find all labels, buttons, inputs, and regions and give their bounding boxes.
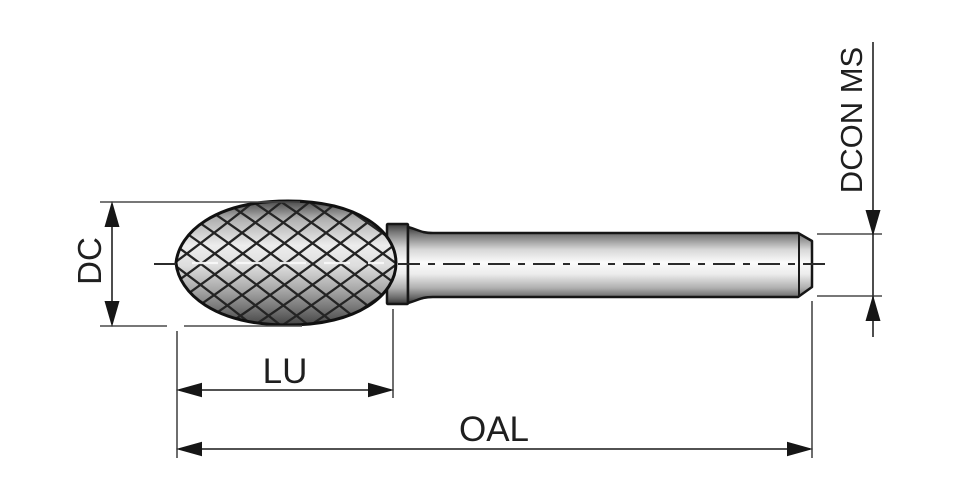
lu-label: LU <box>263 352 308 391</box>
dcon-label: DCON MS <box>834 47 869 193</box>
burr-head-outline <box>174 199 398 327</box>
oal-label: OAL <box>459 410 529 449</box>
burr-head-hatch-pattern <box>176 201 396 325</box>
dc-label: DC <box>71 237 108 285</box>
lu-arrow-right <box>368 382 394 398</box>
oal-arrow-left <box>176 441 202 457</box>
dc-arrow-up <box>104 201 120 227</box>
dc-dimension: DC <box>71 201 302 327</box>
lu-dimension: LU <box>176 309 394 458</box>
dcon-arrow-down <box>865 210 881 236</box>
lu-arrow-left <box>176 382 202 398</box>
oal-arrow-right <box>787 441 813 457</box>
oal-dimension: OAL <box>176 301 813 458</box>
dcon-dimension: DCON MS <box>817 42 882 337</box>
dc-arrow-down <box>104 301 120 327</box>
dcon-arrow-up <box>865 295 881 321</box>
